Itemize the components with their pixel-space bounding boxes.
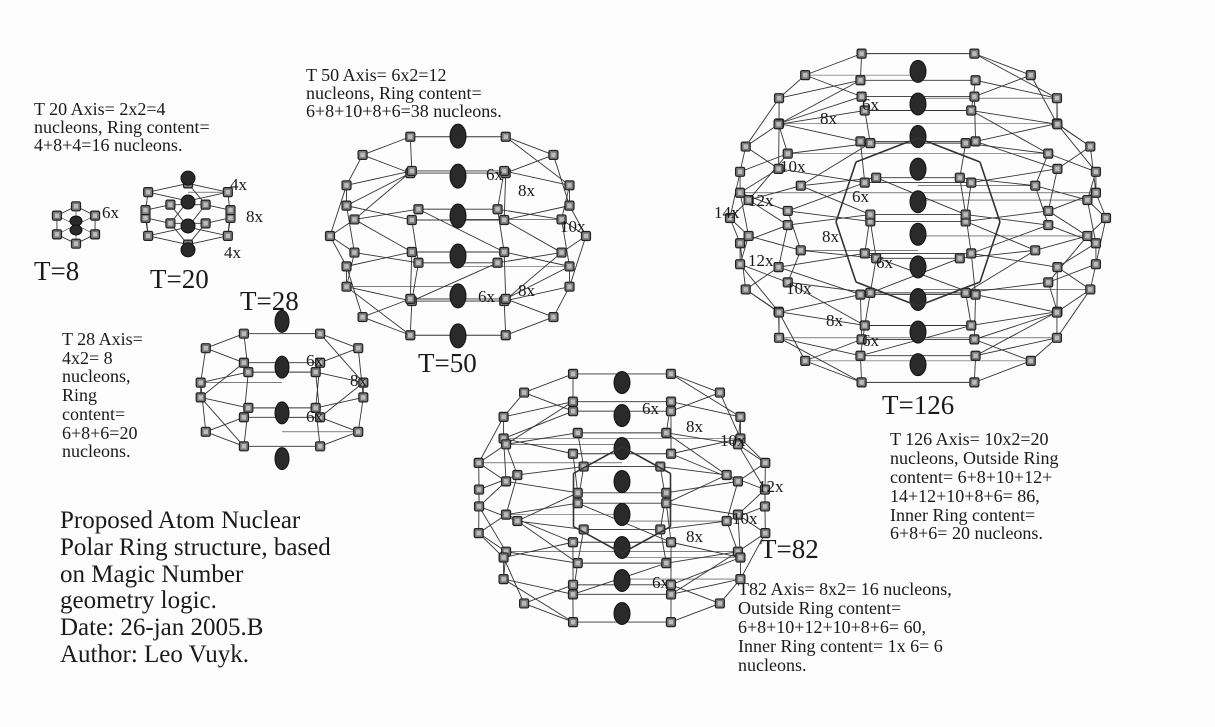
structure-t20: 4x8x4x — [141, 171, 263, 262]
ring-label: 10x — [780, 157, 806, 176]
axis-nucleon — [614, 503, 630, 525]
ring-label: 8x — [822, 227, 840, 246]
structure-t50: 6x 8x 10x 8x 6x — [326, 124, 591, 348]
ring-label: 6x — [306, 351, 324, 370]
axis-nucleon — [450, 284, 466, 308]
ring-label: 10x — [720, 431, 746, 450]
axis-nucleon — [910, 191, 926, 213]
ring-label: 8x — [518, 181, 536, 200]
axis-nucleon — [181, 219, 195, 233]
axis-nucleon — [910, 321, 926, 343]
ring-label: 12x — [758, 477, 784, 496]
axis-nucleon — [275, 356, 289, 378]
ring-label: 6x — [876, 253, 894, 272]
ring-label: 10x — [560, 217, 586, 236]
axis-nucleon — [450, 244, 466, 268]
axis-nucleon — [181, 243, 195, 257]
axis-nucleon — [614, 405, 630, 427]
axis-nucleon — [181, 195, 195, 209]
ring-label: 6x — [862, 331, 880, 350]
ring-label: 8x — [686, 417, 704, 436]
ring-label: 14x — [714, 203, 740, 222]
axis-nucleon — [910, 354, 926, 376]
ring-label: 10x — [786, 279, 812, 298]
axis-nucleon — [614, 602, 630, 624]
axis-nucleon — [614, 569, 630, 591]
axis-nucleon — [450, 204, 466, 228]
axis-nucleon — [450, 124, 466, 148]
ring-label: 6x — [306, 407, 324, 426]
ring-label: 10x — [732, 509, 758, 528]
ring-label: 6x — [642, 399, 660, 418]
ring-label: 4x — [224, 243, 242, 262]
axis-nucleon — [614, 536, 630, 558]
ring-label: 6x — [102, 203, 120, 222]
ring-label: 8x — [350, 371, 368, 390]
axis-nucleon — [70, 225, 82, 235]
axis-nucleon — [614, 372, 630, 394]
ring-label: 12x — [748, 251, 774, 270]
axis-nucleon — [910, 256, 926, 278]
ring-label: 4x — [230, 175, 248, 194]
ring-label: 8x — [826, 311, 844, 330]
ring-label: 8x — [246, 207, 264, 226]
axis-nucleon — [910, 93, 926, 115]
axis-nucleon — [910, 60, 926, 82]
axis-nucleon — [910, 223, 926, 245]
ring-label: 8x — [686, 527, 704, 546]
axis-nucleon — [450, 324, 466, 348]
ring-label: 8x — [518, 281, 536, 300]
axis-nucleon — [275, 310, 289, 332]
axis-nucleon — [910, 288, 926, 310]
ring-label: 6x — [486, 165, 504, 184]
ring-label: 6x — [862, 95, 880, 114]
axis-nucleon — [275, 448, 289, 470]
ring-label: 6x — [478, 287, 496, 306]
ring-label: 6x — [852, 187, 870, 206]
axis-nucleon — [181, 171, 195, 185]
structure-t126: 6x 8x 10x 12x 14x 12x 10x 8x 6x 6x 8x 6x — [714, 49, 1111, 387]
axis-nucleon — [450, 164, 466, 188]
ring-label: 6x — [652, 573, 670, 592]
axis-nucleon — [910, 126, 926, 148]
axis-nucleon — [614, 438, 630, 460]
ring-label: 8x — [820, 109, 838, 128]
axis-nucleon — [910, 158, 926, 180]
structure-t28: 6x 8x 6x — [196, 310, 368, 469]
structure-t82: 6x8x10x12x10x8x6x — [474, 369, 784, 626]
structure-t8: 6x — [52, 202, 119, 248]
ring-label: 12x — [748, 191, 774, 210]
axis-nucleon — [614, 471, 630, 493]
axis-nucleon — [275, 402, 289, 424]
